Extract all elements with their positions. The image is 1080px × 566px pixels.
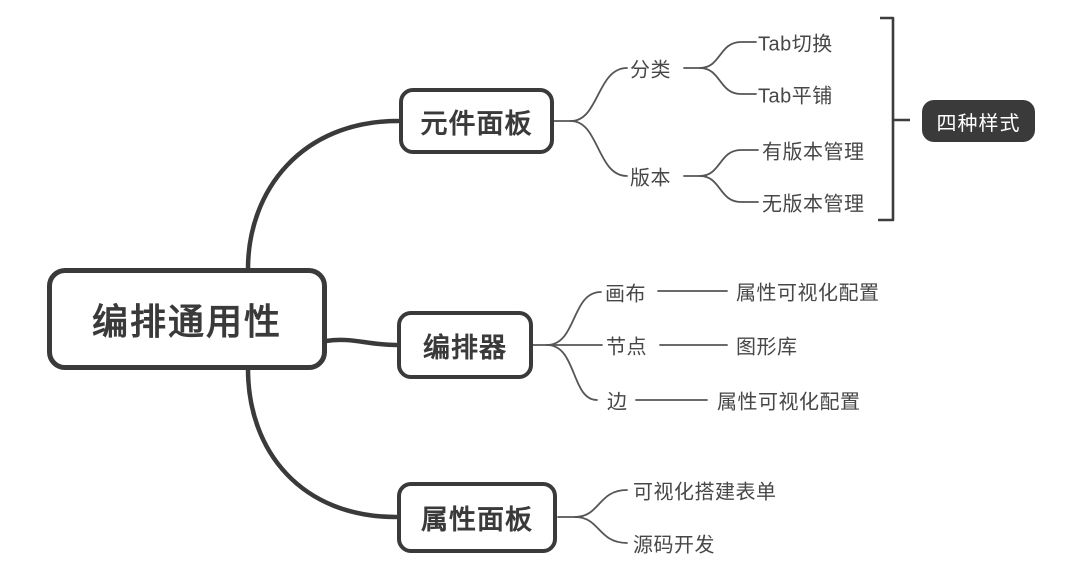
- connector-to-without-version: [699, 175, 759, 203]
- branch-node-property-panel: 属性面板: [397, 482, 557, 553]
- four-styles-annotation-label: 四种样式: [936, 112, 1021, 135]
- label-with-version-management: 有版本管理: [762, 141, 865, 164]
- four-styles-annotation-badge: 四种样式: [922, 100, 1035, 142]
- connector-root-to-component-panel: [245, 118, 401, 272]
- label-canvas: 画布: [605, 283, 646, 306]
- label-edge: 边: [607, 391, 628, 414]
- label-graph-library: 图形库: [736, 336, 798, 359]
- connector-to-source-code: [574, 516, 628, 544]
- label-visual-form-building: 可视化搭建表单: [633, 481, 777, 504]
- branch-node-property-panel-label: 属性面板: [421, 505, 533, 535]
- connector-to-visual-form: [574, 489, 628, 518]
- connector-to-tab-tile: [699, 67, 757, 95]
- label-category: 分类: [630, 59, 671, 82]
- label-canvas-visual-config: 属性可视化配置: [736, 282, 880, 305]
- connector-to-category: [570, 67, 628, 122]
- branch-node-orchestrator: 编排器: [397, 311, 533, 379]
- connector-to-version: [570, 120, 628, 177]
- root-node: 编排通用性: [47, 268, 327, 370]
- connector-root-to-property-panel: [245, 366, 399, 520]
- label-node: 节点: [606, 336, 647, 359]
- label-tab-tile: Tab平铺: [758, 85, 833, 108]
- label-edge-visual-config: 属性可视化配置: [717, 391, 861, 414]
- branch-node-component-panel: 元件面板: [399, 88, 554, 154]
- connector-root-to-orchestrator: [323, 337, 399, 348]
- group-bracket: [878, 16, 895, 222]
- connector-orchestrator-to-canvas: [546, 291, 602, 346]
- connector-to-with-version: [699, 149, 759, 177]
- label-tab-switch: Tab切换: [758, 33, 833, 56]
- branch-node-orchestrator-label: 编排器: [423, 332, 507, 363]
- connector-orchestrator-to-edge: [546, 344, 598, 401]
- root-node-label: 编排通用性: [91, 301, 282, 342]
- connector-to-tab-switch: [699, 41, 757, 69]
- branch-node-component-panel-label: 元件面板: [420, 108, 533, 139]
- label-without-version-management: 无版本管理: [762, 193, 865, 216]
- label-source-code-development: 源码开发: [633, 534, 715, 557]
- label-version: 版本: [630, 167, 671, 190]
